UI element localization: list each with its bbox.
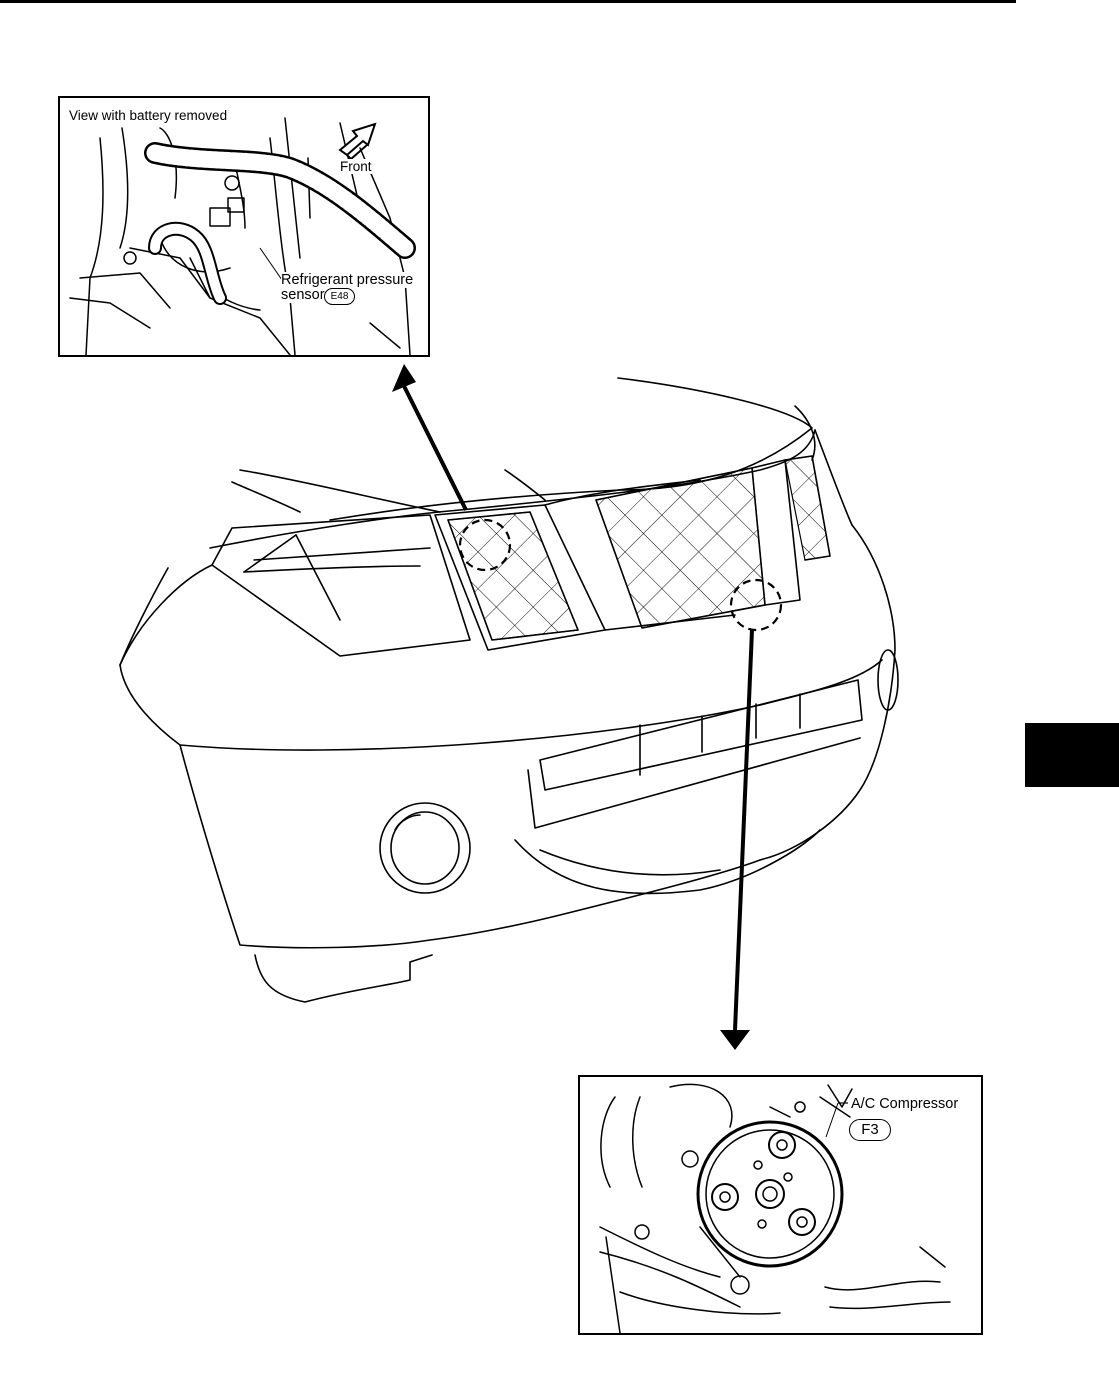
inset-ac-compressor: A/C Compressor F3	[578, 1075, 983, 1335]
connector-badge-e48: E48	[324, 288, 355, 305]
front-arrow-icon	[338, 122, 377, 161]
refrigerant-sensor-label-line2: sensor	[281, 287, 325, 303]
compressor-clutch	[696, 1120, 844, 1268]
engine-bay-sketch	[69, 117, 416, 355]
compressor-sketch	[599, 1083, 951, 1333]
section-tab	[1025, 723, 1119, 787]
page-top-rule	[0, 0, 1016, 3]
refrigerant-sensor-label: Refrigerant pressure	[281, 272, 414, 288]
connector-badge-f3: F3	[849, 1119, 891, 1141]
inset-view-note: View with battery removed	[69, 108, 228, 123]
ac-compressor-label: A/C Compressor	[851, 1096, 959, 1112]
front-direction-label: Front	[340, 159, 372, 174]
inset-refrigerant-sensor: View with battery removed Front Refriger…	[58, 96, 430, 357]
